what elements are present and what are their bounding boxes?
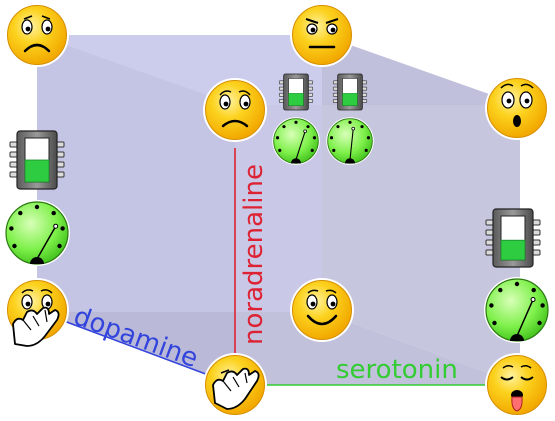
chip-icon bbox=[485, 208, 541, 268]
surprised-face-icon bbox=[484, 75, 550, 141]
yawning-hand-face-icon bbox=[4, 277, 70, 347]
dopamine-axis-line bbox=[39, 311, 236, 386]
gauge-icon bbox=[272, 117, 320, 165]
smiling-face-icon bbox=[289, 277, 355, 343]
chip-icon bbox=[278, 73, 314, 111]
cube-left-face bbox=[37, 35, 235, 385]
sleepy-tongue-face-icon bbox=[484, 352, 550, 418]
cube-floor-face bbox=[37, 312, 520, 385]
worried-face-icon bbox=[202, 77, 268, 143]
annoyed-face-icon bbox=[289, 2, 355, 68]
sad-face-icon bbox=[4, 2, 70, 68]
cube-right-face bbox=[322, 35, 520, 385]
gauge-icon bbox=[484, 277, 550, 343]
chip-icon bbox=[9, 130, 65, 190]
chip-icon bbox=[332, 73, 368, 111]
waving-hand-face-icon bbox=[202, 352, 268, 418]
gauge-icon bbox=[326, 117, 374, 165]
serotonin-axis-label: serotonin bbox=[336, 355, 458, 385]
gauge-icon bbox=[4, 200, 70, 266]
noradrenaline-axis-label: noradrenaline bbox=[239, 164, 269, 345]
